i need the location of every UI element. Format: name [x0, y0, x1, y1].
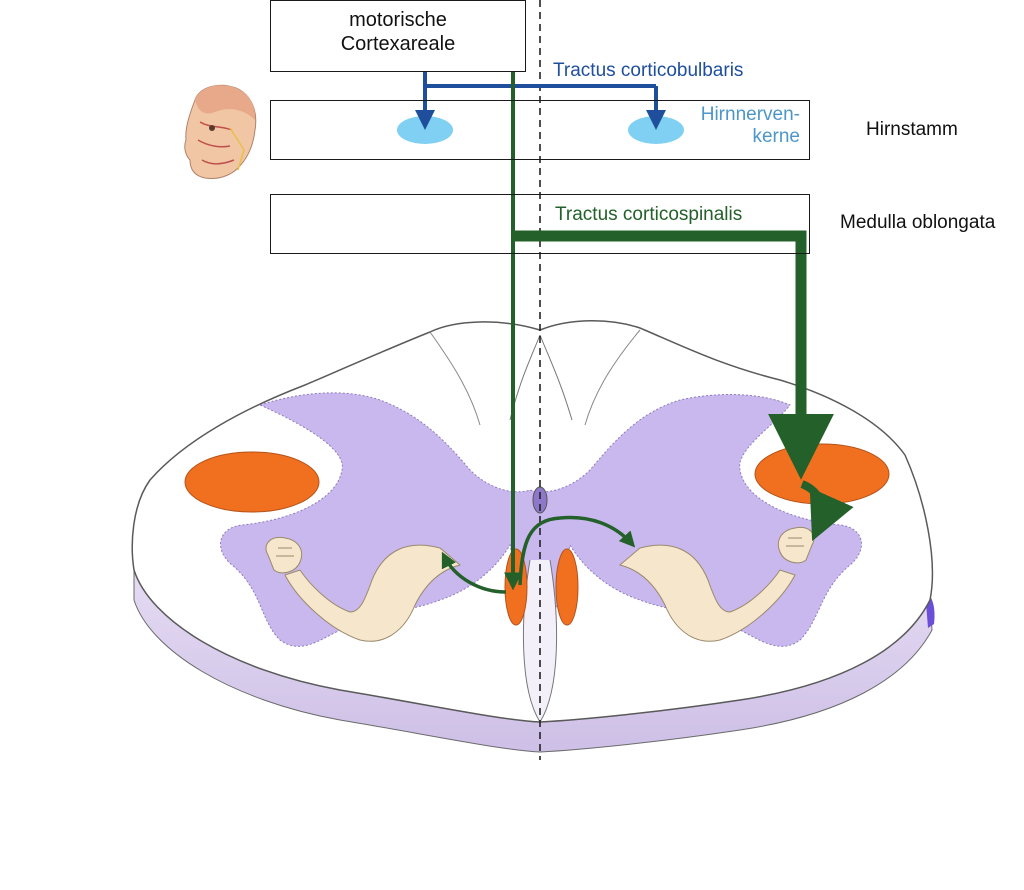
cranial-nuclei-line2: kerne [752, 125, 800, 147]
arm-fist-icon [265, 536, 462, 642]
corticospinal-pathway [441, 72, 854, 594]
cranial-nuclei-label: Hirnnerven- kerne [680, 104, 800, 148]
cortex-box [270, 0, 526, 72]
brainstem-box [270, 100, 810, 160]
corticobulbar-label: Tractus corticobulbaris [553, 60, 744, 81]
cortex-label: motorische Cortexareale [270, 8, 526, 56]
cortex-label-line2: Cortexareale [340, 33, 456, 55]
head-muscle-icon [184, 84, 257, 179]
medulla-label: Medulla oblongata [840, 212, 996, 233]
cranial-nucleus-left [397, 116, 453, 144]
anterior-tract-right [555, 548, 579, 626]
lateral-tract-right [754, 443, 890, 505]
cortex-label-line1: motorische [349, 9, 447, 31]
lateral-tract-left [184, 451, 320, 513]
medulla-box [270, 194, 810, 254]
spinal-cord-section [131, 319, 935, 753]
dorsal-horn-right-line [584, 329, 641, 426]
corticobulbar-pathway [415, 72, 666, 130]
corticospinal-label: Tractus corticospinalis [555, 204, 743, 225]
brainstem-label: Hirnstamm [866, 119, 958, 140]
arm-fist-icon-right [618, 526, 815, 642]
cranial-nuclei-line1: Hirnnerven- [700, 104, 800, 125]
cranial-nucleus-right [628, 116, 684, 144]
dorsal-horn-left-line [429, 331, 481, 426]
